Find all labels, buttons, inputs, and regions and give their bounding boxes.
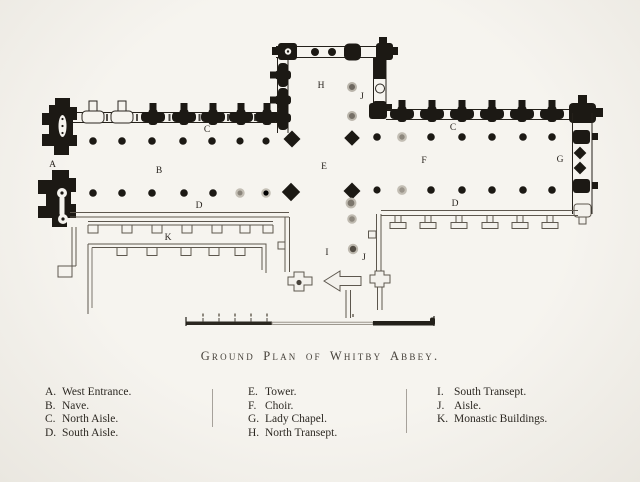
choir-arcade-pillars (373, 132, 556, 195)
south-transept (277, 197, 391, 318)
plan-label-north-transept: H (318, 81, 325, 91)
plan-label-west-entrance: A (49, 160, 56, 170)
ruined-pier (110, 100, 134, 124)
monastic-buildings (57, 221, 274, 314)
nave-arcade-pillars (89, 137, 271, 198)
legend-item: K. Monastic Buildings. (437, 413, 547, 427)
legend-label: South Transept. (454, 386, 527, 398)
legend-label: North Aisle. (62, 413, 119, 426)
plan-label-lady-chapel: G (557, 155, 564, 165)
legend-key: K. (437, 413, 449, 426)
plan-label-south-aisle-east: D (452, 199, 459, 209)
legend-item: D. South Aisle. (45, 427, 131, 441)
ruined-corner-pier (573, 203, 592, 225)
west-entrance (38, 98, 77, 227)
plan-label-south-transept: I (325, 248, 328, 258)
legend-item: G. Lady Chapel. (248, 413, 337, 427)
legend-column-2: E. Tower. F. Choir. G. Lady Chapel. H. North… (248, 386, 337, 440)
legend-key: H. (248, 426, 260, 439)
transept-corner-pier (272, 43, 297, 60)
plan-label-nave: B (156, 166, 162, 176)
legend-key: B. (45, 399, 56, 412)
legend-key: I. (437, 386, 444, 398)
transept-corner-pier (376, 37, 398, 60)
plan-label-north-aisle-transept: J (360, 92, 364, 102)
chapel-pier (573, 130, 598, 144)
plan-label-south-aisle-transept: J (362, 253, 366, 263)
legend-item: F. Choir. (248, 400, 337, 414)
legend-item: J. Aisle. (437, 400, 547, 414)
legend-divider (212, 389, 213, 427)
choir-north-wall (369, 95, 603, 123)
plan-label-monastic-buildings: K (165, 233, 172, 243)
chapel-pier (573, 179, 598, 193)
legend-label: West Entrance. (62, 386, 132, 398)
plan-label-north-aisle-west: C (204, 125, 210, 135)
plan-labels: A B C C D D E F G H J I J K (49, 81, 564, 263)
south-aisle-wall (70, 212, 289, 218)
plan-label-south-aisle-west: D (196, 201, 203, 211)
legend-key: G. (248, 413, 260, 426)
legend-item: E. Tower. (248, 386, 337, 400)
legend-column-1: A.West Entrance. B.Nave. C.North Aisle. … (45, 386, 131, 440)
abbey-ground-plan: A B C C D D E F G H J I J K (38, 37, 603, 326)
legend-item: C. North Aisle. (45, 413, 131, 427)
lady-chapel-east-wall (572, 113, 598, 225)
legend-item: H. North Transept. (248, 427, 337, 441)
legend-column-3: I. South Transept. J. Aisle. K. Monastic Bu… (437, 386, 547, 427)
legend-label: Tower. (265, 386, 297, 398)
legend-key: E. (248, 386, 258, 398)
scale-tick-marks (202, 313, 354, 317)
plan-label-tower: E (321, 162, 327, 172)
legend-label: Lady Chapel. (265, 413, 327, 426)
legend-label: Aisle. (454, 399, 482, 412)
arrow-shaped-pier (323, 270, 362, 292)
choir-south-wall (381, 210, 578, 229)
legend-label: Monastic Buildings. (454, 413, 548, 426)
northeast-corner-pier (569, 95, 603, 123)
scale-bar (185, 313, 435, 326)
legend-key: A. (45, 386, 57, 398)
legend-item: A. West Entrance. (45, 386, 131, 400)
legend-key: D. (45, 426, 57, 439)
legend-divider (406, 389, 407, 433)
tower-crossing-piers (281, 130, 361, 202)
legend-label: North Transept. (265, 426, 338, 439)
plan-caption: Ground Plan of Whitby Abbey. (200, 349, 440, 363)
legend-label: Nave. (62, 399, 90, 412)
legend-label: South Aisle. (62, 426, 119, 439)
plan-label-choir: F (421, 156, 426, 166)
legend-key: F. (248, 399, 257, 412)
ruined-pier (81, 100, 105, 124)
legend-key: C. (45, 413, 56, 426)
nave-north-wall (67, 100, 282, 125)
plan-label-north-aisle-east: C (450, 123, 456, 133)
legend-item: I. South Transept. (437, 386, 547, 400)
legend-item: B. Nave. (45, 400, 131, 414)
legend-label: Choir. (265, 399, 294, 412)
legend-key: J. (437, 399, 445, 412)
